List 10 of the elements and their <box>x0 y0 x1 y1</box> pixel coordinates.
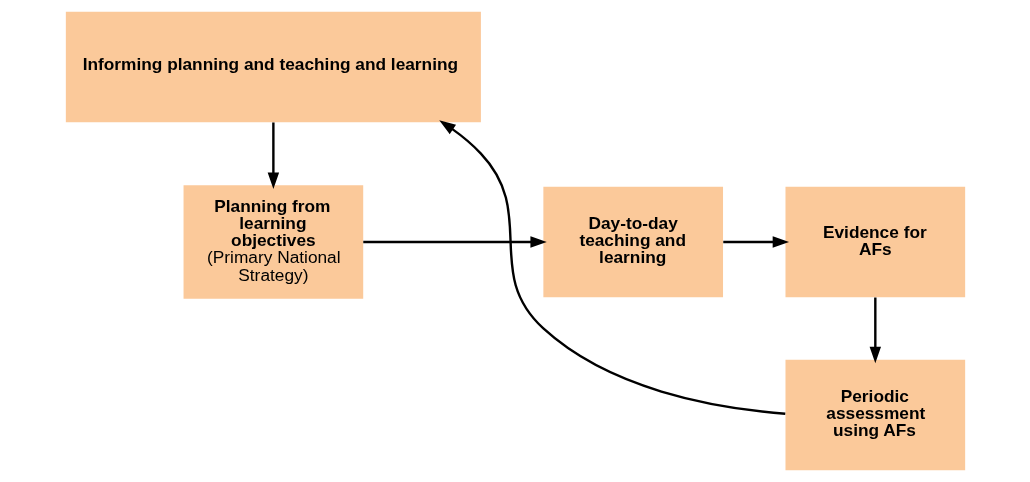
arrow <box>869 297 881 364</box>
arrow <box>438 120 785 415</box>
arrow <box>267 122 279 189</box>
arrow <box>362 236 547 248</box>
node-box: Planning from learning objectives (Primary National Strategy) <box>183 185 363 299</box>
node-box: Periodic assessment using AFs <box>785 359 965 471</box>
node-box: Evidence for AFs <box>785 186 965 298</box>
node-box: Informing planning and teaching and learning <box>65 11 481 123</box>
arrow <box>722 236 789 248</box>
node-box: Day-to-day teaching and learning <box>542 186 723 298</box>
